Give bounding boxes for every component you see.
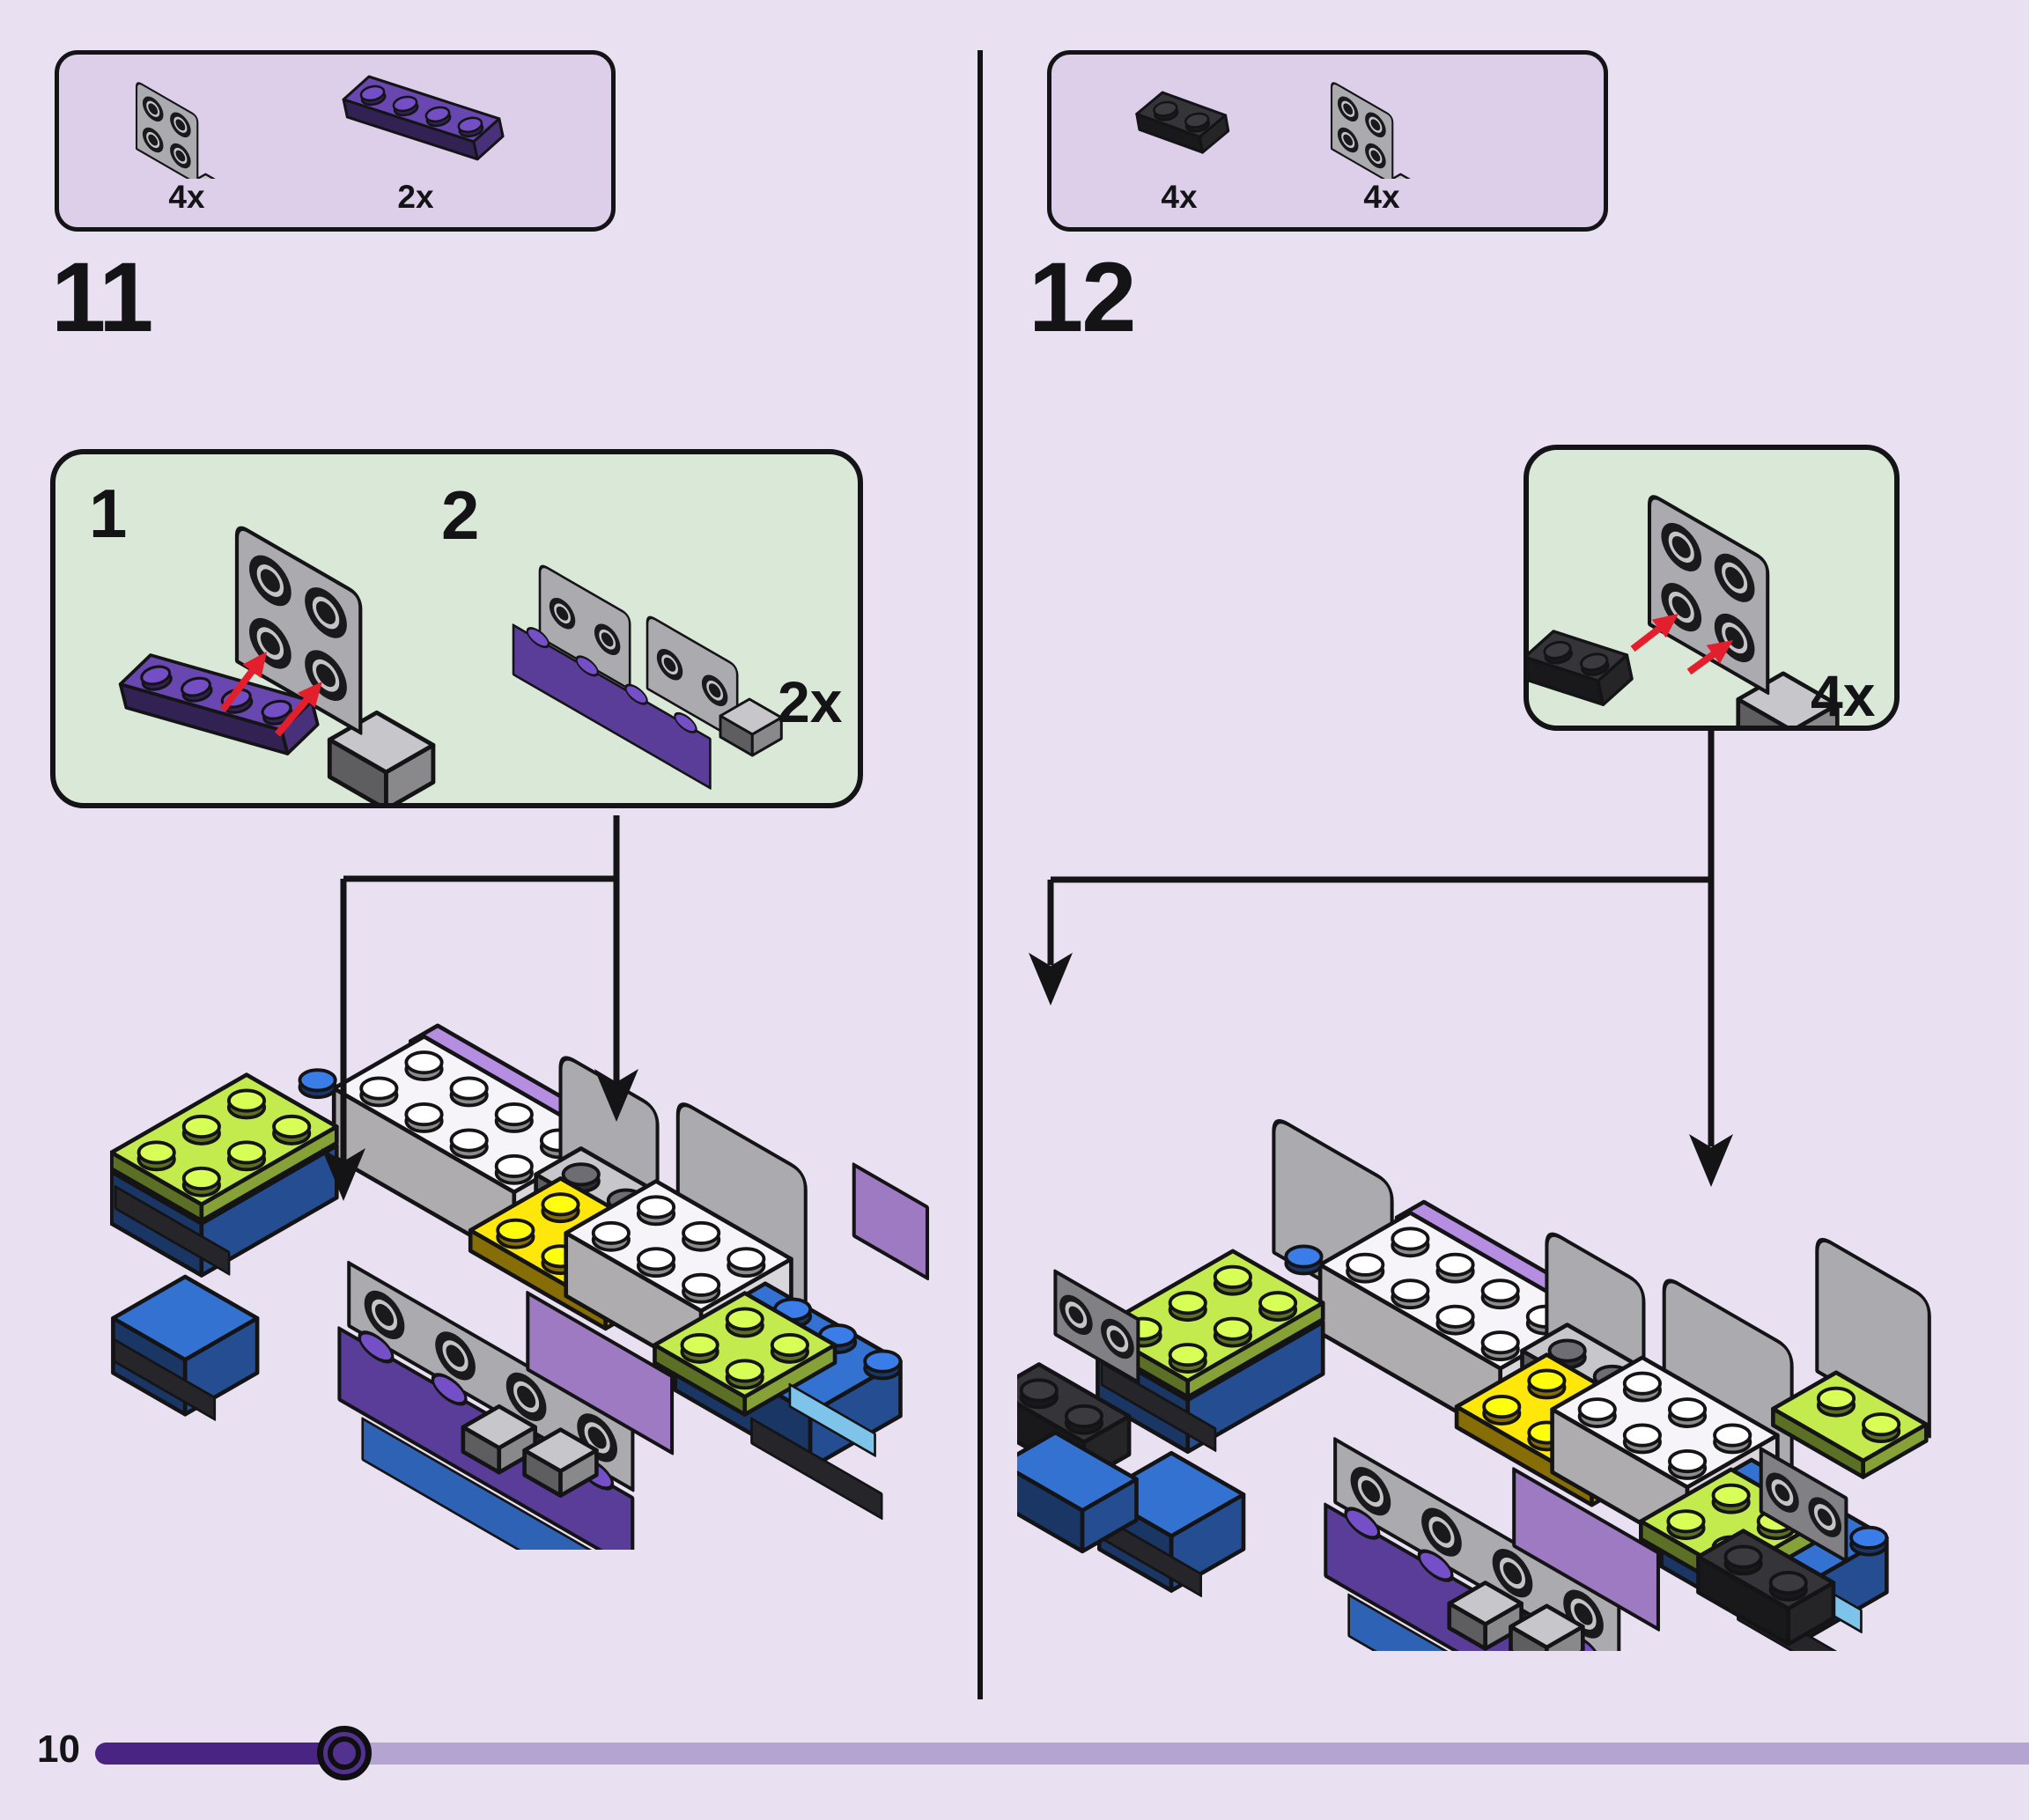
part-item: 2x xyxy=(314,64,517,213)
subassembly-callout-step-12: 4x xyxy=(1524,445,1900,731)
parts-callout-step-11: 4x 2x xyxy=(55,50,616,232)
subassembly-diagram-step-12 xyxy=(1529,495,1840,726)
part-item: 4x xyxy=(112,64,262,213)
step-number-12: 12 xyxy=(1029,242,1137,352)
progress-slider-fill xyxy=(95,1743,344,1765)
subassembly-quantity: 2x xyxy=(778,669,843,734)
part-quantity: 4x xyxy=(168,179,205,215)
parts-callout-step-12: 4x 4x xyxy=(1047,50,1608,232)
progress-slider-track[interactable] xyxy=(95,1743,2029,1765)
subassembly-diagram-step-11 xyxy=(118,526,783,803)
step-number-11: 11 xyxy=(51,242,153,352)
part-quantity: 2x xyxy=(397,179,434,215)
progress-slider-knob[interactable] xyxy=(317,1726,372,1780)
bracket-part-icon xyxy=(135,82,216,179)
bracket-part-icon xyxy=(1330,82,1411,179)
subassembly-callout-step-11: 1 2 2x xyxy=(50,449,863,808)
purple-plate-part-icon xyxy=(342,75,505,161)
assembly-model-step-12 xyxy=(1017,1119,1931,1651)
part-item: 4x xyxy=(1104,64,1254,213)
substep-1-label: 1 xyxy=(89,475,128,552)
page-number-label: 10 xyxy=(37,1728,80,1771)
part-quantity: 4x xyxy=(1363,179,1400,215)
column-divider xyxy=(978,50,983,1699)
assembly-model-step-11 xyxy=(110,1023,929,1550)
part-quantity: 4x xyxy=(1161,179,1198,215)
part-item: 4x xyxy=(1307,64,1457,213)
substep-2-label: 2 xyxy=(441,476,480,554)
subassembly-quantity: 4x xyxy=(1811,663,1876,728)
black-plate-part-icon xyxy=(1135,91,1230,154)
